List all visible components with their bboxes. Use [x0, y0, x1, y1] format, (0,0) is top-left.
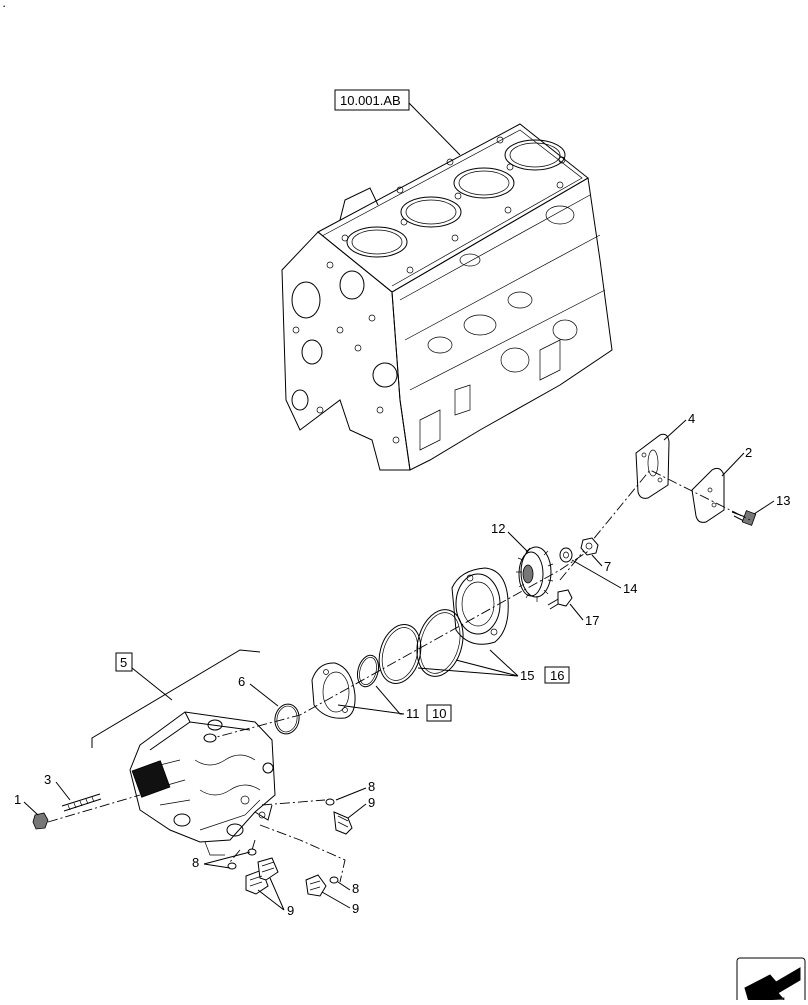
washer-14-drawing [559, 547, 573, 563]
o-ring-11-drawing [356, 654, 380, 688]
o-rings-16-drawing [378, 609, 464, 684]
callout-2[interactable]: 2 [745, 445, 752, 460]
callout-15[interactable]: 16 [544, 666, 570, 684]
callout-12[interactable]: 12 [491, 521, 505, 536]
banjo-fittings-drawing [227, 798, 353, 897]
callout-3[interactable]: 3 [44, 772, 51, 787]
callout-10-label: 10 [432, 706, 446, 721]
callout-15-label: 16 [550, 668, 564, 683]
callout-17[interactable]: 17 [585, 613, 599, 628]
callout-5[interactable]: 5 [115, 652, 133, 672]
cover-plate-drawing [691, 467, 725, 523]
callout-8-left[interactable]: 8 [192, 855, 199, 870]
callout-7[interactable]: 7 [604, 559, 611, 574]
callout-6[interactable]: 6 [238, 674, 245, 689]
corner-mark: · [2, 0, 6, 13]
callout-10[interactable]: 10 [426, 704, 452, 722]
callout-1[interactable]: 1 [14, 792, 21, 807]
bolt-13-drawing [731, 510, 757, 526]
pump-flange-drawing [451, 567, 509, 645]
nut-7-drawing [580, 537, 599, 556]
bolt-17-drawing [547, 589, 573, 610]
reference-engine-block[interactable]: 10.001.AB [334, 89, 410, 111]
callout-11[interactable]: 11 [406, 706, 420, 721]
o-ring-6-drawing [274, 703, 300, 735]
pump-gear-drawing [516, 546, 554, 602]
bolt-1-drawing [32, 812, 49, 830]
callout-9-upper[interactable]: 9 [368, 795, 375, 810]
callout-4[interactable]: 4 [688, 411, 695, 426]
stud-3-drawing [61, 793, 102, 812]
callout-5-label: 5 [120, 655, 127, 670]
callout-9-left[interactable]: 9 [287, 903, 294, 918]
callout-9-lower[interactable]: 9 [352, 901, 359, 916]
cover-plate-gasket-drawing [635, 433, 670, 499]
callout-8-upper[interactable]: 8 [368, 779, 375, 794]
callout-13[interactable]: 13 [776, 493, 790, 508]
engine-block-drawing [281, 123, 613, 471]
navigation-arrow-icon[interactable] [736, 957, 806, 1005]
callout-14[interactable]: 14 [623, 581, 637, 596]
callout-16[interactable]: 15 [520, 668, 534, 683]
reference-engine-block-label: 10.001.AB [340, 93, 401, 108]
callout-8-lower[interactable]: 8 [352, 881, 359, 896]
high-pressure-pump-drawing [129, 711, 276, 856]
adapter-flange-drawing [311, 662, 356, 719]
